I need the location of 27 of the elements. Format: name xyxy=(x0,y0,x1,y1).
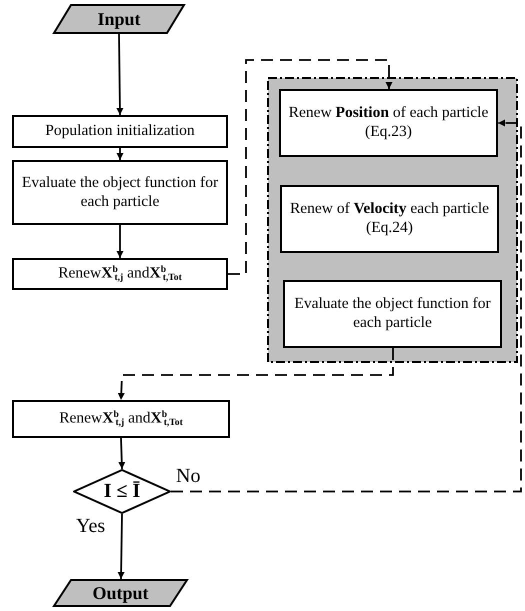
process-box xyxy=(12,160,228,225)
arrow xyxy=(118,348,394,400)
process-box xyxy=(283,280,502,348)
arrow xyxy=(116,148,124,160)
process-box xyxy=(279,89,498,157)
node-text: Population initialization xyxy=(45,122,195,141)
arrow xyxy=(116,34,124,116)
node-text: Evaluate the object function for each particle xyxy=(20,174,220,212)
node-text: Output xyxy=(92,582,149,604)
group-panel xyxy=(267,77,518,363)
io-parallelogram xyxy=(53,4,185,34)
arrow xyxy=(118,438,126,470)
arrow xyxy=(228,59,392,275)
node-text: Renew Position of each particle (Eq.23) xyxy=(288,104,490,142)
node-text: Renew of Velocity each particle (Eq.24) xyxy=(288,200,490,238)
arrow xyxy=(116,225,124,258)
process-box xyxy=(12,400,230,438)
arrow xyxy=(118,514,125,580)
node-text: I ≤ Ī xyxy=(104,480,140,503)
arrow xyxy=(171,120,522,492)
process-box xyxy=(12,258,228,290)
node-text: Input xyxy=(97,8,141,30)
process-box xyxy=(12,115,228,148)
process-box xyxy=(280,185,499,253)
io-parallelogram xyxy=(53,579,188,607)
node-text: Evaluate the object function for each particle xyxy=(293,295,492,333)
decision-diamond xyxy=(73,469,171,514)
